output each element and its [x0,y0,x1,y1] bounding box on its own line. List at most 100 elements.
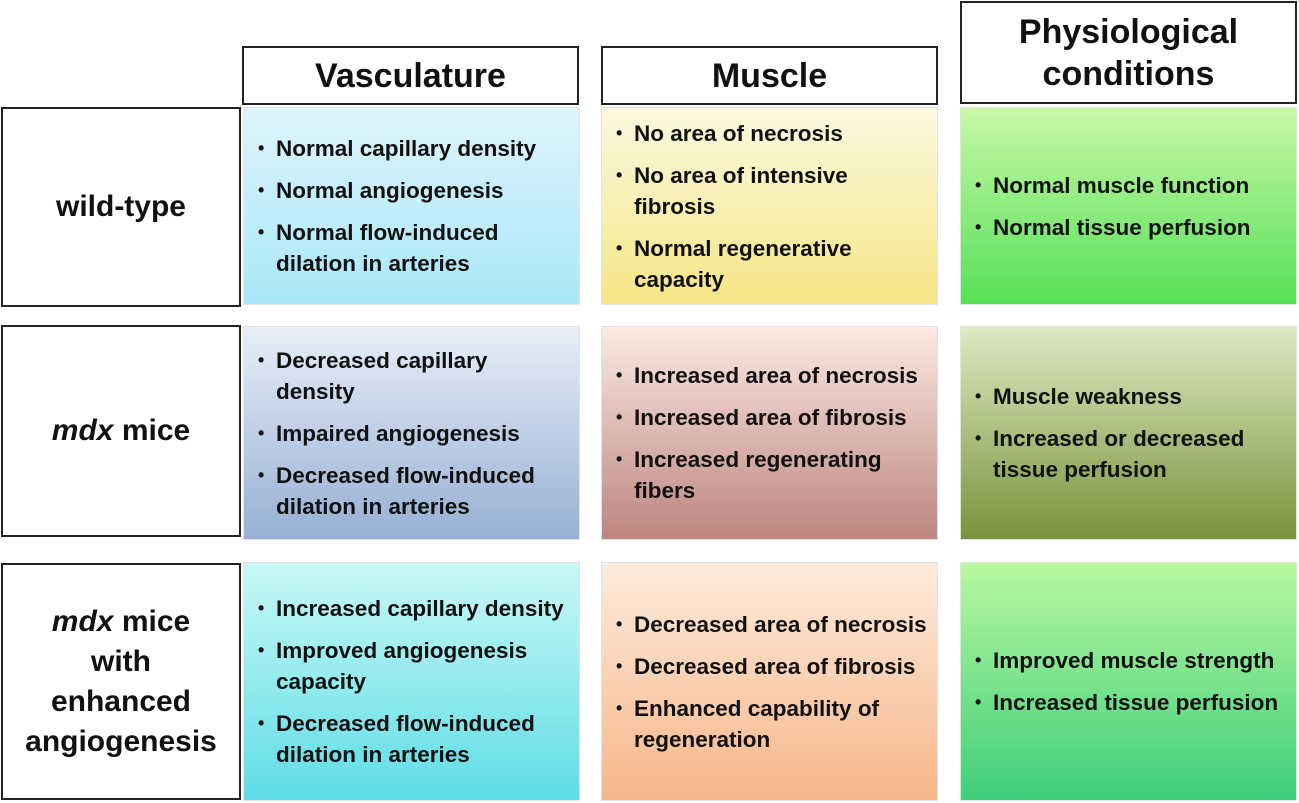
list-item: • Decreased area of necrosis [616,609,927,640]
row-header-wildtype-label: wild-type [55,190,186,223]
list-item: • Muscle weakness [975,381,1286,412]
list-item-text: Improved angiogenesis capacity [276,638,528,694]
list-item: • Decreased capillary density [258,345,569,407]
list-item: • Normal capillary density [258,133,569,164]
bullet-icon: • [975,692,982,712]
bullet-icon: • [258,713,265,733]
bullet-icon: • [975,386,982,406]
bullet-icon: • [616,122,623,143]
column-header-physiological-line1: Physiological [1018,12,1239,51]
bullet-icon: • [616,164,623,185]
bullet-icon: • [616,613,623,634]
bullet-list: •Increased area of necrosis • Increased a… [616,360,927,506]
bullet-icon: • [616,237,623,258]
column-header-physiological-line2: conditions [1042,54,1215,93]
row-header-mdx-italic: mdx [51,414,114,447]
list-item: •Increased area of necrosis [616,360,927,391]
list-item-text: Improved muscle strength [993,648,1275,673]
bullet-list: • Improved muscle strength • Increased tis… [975,645,1278,718]
row-header-mdx: mdx mice [1,325,241,537]
column-header-physiological: Physiological conditions [960,1,1297,104]
list-item: • Increased area of fibrosis [616,402,927,433]
list-item-text: Normal tissue perfusion [993,214,1251,240]
list-item-text: Increased regenerating fibers [634,447,882,503]
list-item-text: Increased area of fibrosis [634,405,907,430]
cell-wildtype-physiological: •Normal muscle function •Normal tissue p… [960,107,1297,305]
bullet-list: • No area of necrosis •No area of intensi… [616,118,927,295]
list-item: • Normal regenerative capacity [616,233,927,295]
list-item-text: Decreased area of fibrosis [634,653,916,679]
row-header-mdx-rest: mice [113,414,191,447]
row-header-enhanced-line3: enhanced [50,684,192,718]
list-item: • Decreased area of fibrosis [616,651,927,682]
list-item-text: Normal regenerative capacity [634,235,852,292]
list-item: • Increased tissue perfusion [975,687,1278,718]
list-item: • Normal flow-induced dilation in arterie… [258,217,569,279]
list-item: • Improved muscle strength [975,645,1278,676]
row-header-enhanced-line1: mdx mice [52,602,190,642]
row-header-wildtype: wild-type [1,107,241,307]
bullet-list: • Normal capillary density • Normal angiog… [258,133,569,279]
list-item-text: Normal flow-induced dilation in arteries [276,220,499,276]
bullet-list: • Increased capillary density • Improved a… [258,593,569,770]
list-item-text: Increased tissue perfusion [993,690,1279,715]
bullet-icon: • [258,464,265,485]
list-item-text: Normal muscle function [993,172,1250,198]
list-item-text: No area of necrosis [634,120,843,146]
cell-mdx-muscle: •Increased area of necrosis • Increased a… [601,326,938,540]
list-item-text: Normal capillary density [276,136,537,161]
bullet-list: •Decreased capillary density •Impaired a… [258,345,569,522]
bullet-list: •Normal muscle function •Normal tissue p… [975,170,1251,243]
list-item: • Increased regenerating fibers [616,444,927,506]
list-item-text: Impaired angiogenesis [276,420,520,446]
list-item: •No area of intensive fibrosis [616,160,927,222]
cell-wildtype-muscle: • No area of necrosis •No area of intensi… [601,107,938,305]
list-item: • Normal angiogenesis [258,175,569,206]
list-item-text: Enhanced capability of regeneration [634,695,880,752]
row-header-enhanced-italic: mdx [51,604,114,638]
list-item-text: Muscle weakness [993,384,1182,409]
row-header-enhanced-line2: with [91,644,151,678]
column-header-vasculature-label: Vasculature [315,56,506,95]
cell-mdx-vasculature: •Decreased capillary density •Impaired a… [243,326,580,540]
column-header-vasculature: Vasculature [242,46,579,105]
list-item-text: Decreased flow-induced dilation in arter… [276,462,535,519]
bullet-list: • Muscle weakness • Increased or decreased… [975,381,1286,485]
column-header-muscle: Muscle [601,46,938,105]
list-item-text: Decreased flow-induced dilation in arter… [276,711,535,767]
bullet-icon: • [258,640,265,660]
bullet-icon: • [258,349,265,370]
bullet-icon: • [258,138,265,158]
bullet-icon: • [616,407,623,427]
bullet-icon: • [975,650,982,670]
list-item-text: Decreased area of necrosis [634,611,927,637]
list-item: • Decreased flow-induced dilation in arte… [258,460,569,522]
bullet-icon: • [258,180,265,200]
row-header-enhanced-rest: mice [113,604,191,638]
list-item: • Increased or decreased tissue perfusion [975,423,1286,485]
list-item-text: Increased capillary density [276,596,564,621]
bullet-icon: • [616,449,623,469]
cell-enhanced-vasculature: • Increased capillary density • Improved a… [243,562,580,801]
row-header-enhanced-line4: angiogenesis [25,724,217,758]
list-item: •Impaired angiogenesis [258,418,569,449]
cell-enhanced-muscle: • Decreased area of necrosis • Decreased a… [601,562,938,801]
bullet-icon: • [975,428,982,448]
bullet-icon: • [616,697,623,718]
bullet-icon: • [258,222,265,242]
column-header-muscle-label: Muscle [711,56,828,95]
list-item-text: Normal angiogenesis [276,178,504,203]
bullet-list: • Decreased area of necrosis • Decreased a… [616,609,927,755]
bullet-icon: • [616,655,623,676]
cell-enhanced-physiological: • Improved muscle strength • Increased tis… [960,562,1297,801]
list-item: •Normal tissue perfusion [975,212,1251,243]
list-item-text: Increased or decreased tissue perfusion [993,426,1245,482]
cell-wildtype-vasculature: • Normal capillary density • Normal angiog… [243,107,580,305]
row-header-enhanced: mdx mice with enhanced angiogenesis [1,563,241,800]
row-header-mdx-label: mdx mice [52,411,190,451]
cell-mdx-physiological: • Muscle weakness • Increased or decreased… [960,326,1297,540]
list-item-text: Decreased capillary density [276,347,488,404]
list-item: •Normal muscle function [975,170,1251,201]
bullet-icon: • [258,598,265,618]
